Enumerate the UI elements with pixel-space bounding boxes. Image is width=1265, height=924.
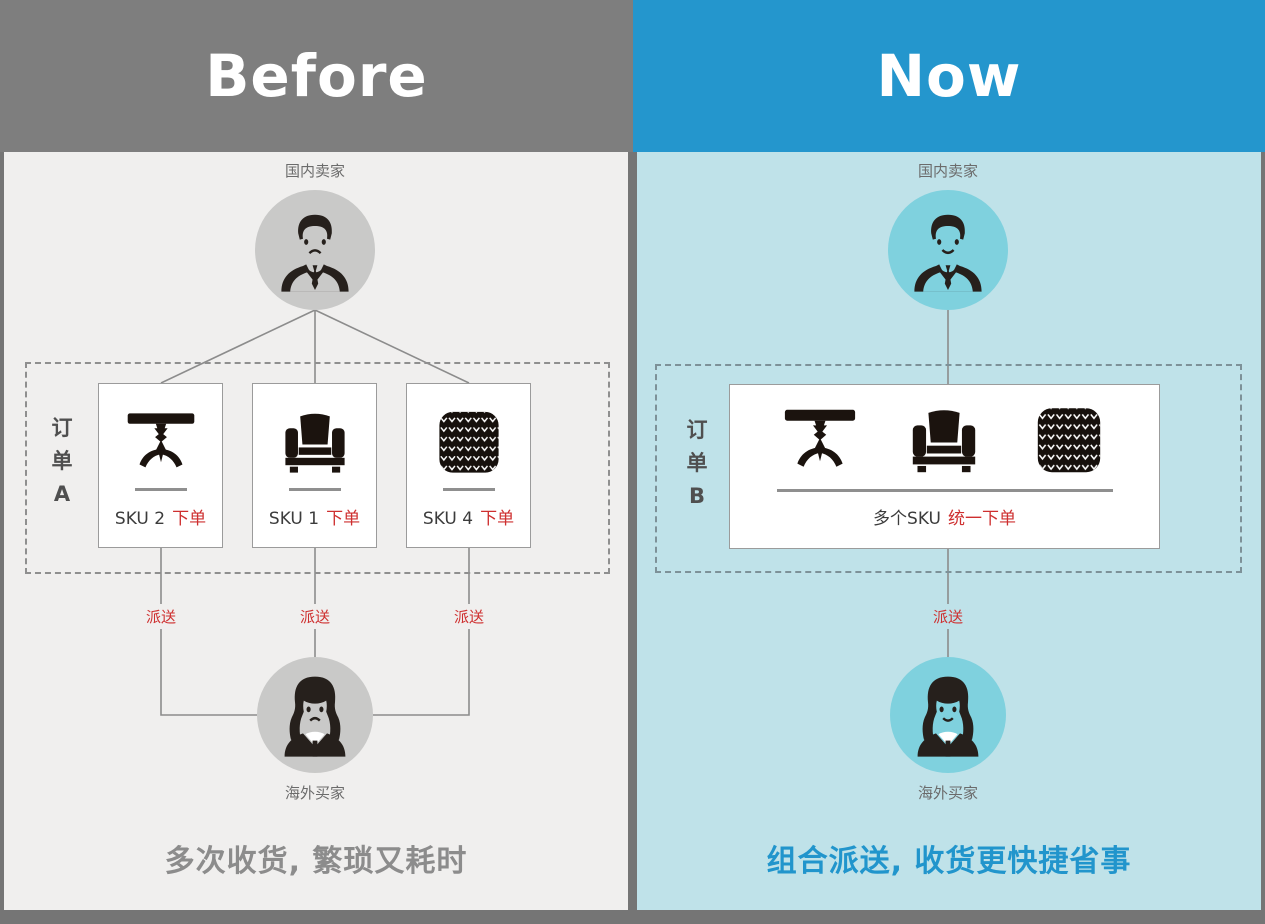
table-icon [122, 404, 200, 482]
happy-buyer-woman-icon [917, 676, 979, 757]
armchair-icon [276, 404, 354, 482]
happy-seller-man-icon [914, 214, 982, 292]
now-seller-avatar [888, 190, 1008, 310]
before-slogan: 多次收货, 繁琐又耗时 [164, 844, 468, 879]
card-underline [442, 488, 495, 491]
before-title: Before [205, 42, 428, 110]
now-slogan: 组合派送, 收货更快捷省事 [766, 844, 1132, 879]
combined-card-icons [730, 403, 1159, 483]
now-header: Now [633, 0, 1265, 152]
before-seller-avatar [255, 190, 375, 310]
before-order-box [25, 362, 610, 574]
before-panel: 国内卖家 订 单 A [4, 152, 628, 910]
before-seller-label: 国内卖家 [284, 162, 346, 180]
now-seller-label: 国内卖家 [917, 162, 979, 180]
card-underline [776, 489, 1113, 492]
now-panel: 国内卖家 订 单 B [637, 152, 1261, 910]
card-underline [134, 488, 187, 491]
now-buyer-label: 海外买家 [917, 784, 979, 802]
sad-seller-man-icon [281, 214, 349, 292]
table-icon [774, 402, 866, 484]
delivery-label: 派送 [927, 604, 969, 629]
now-order-box [655, 364, 1242, 573]
now-buyer-avatar [890, 657, 1006, 773]
delivery-label-2: 派送 [294, 604, 336, 629]
armchair-icon [898, 402, 990, 484]
before-header: Before [0, 0, 633, 152]
before-order-label: 订 单 A [51, 416, 73, 506]
sad-buyer-woman-icon [284, 676, 346, 757]
pouf-icon [1023, 402, 1115, 484]
before-buyer-avatar [257, 657, 373, 773]
pouf-icon [430, 404, 508, 482]
now-title: Now [876, 42, 1022, 110]
now-order-label: 订 单 B [686, 418, 708, 508]
card-underline [288, 488, 341, 491]
delivery-label-3: 派送 [448, 604, 490, 629]
before-buyer-label: 海外买家 [284, 784, 346, 802]
delivery-label-1: 派送 [140, 604, 182, 629]
